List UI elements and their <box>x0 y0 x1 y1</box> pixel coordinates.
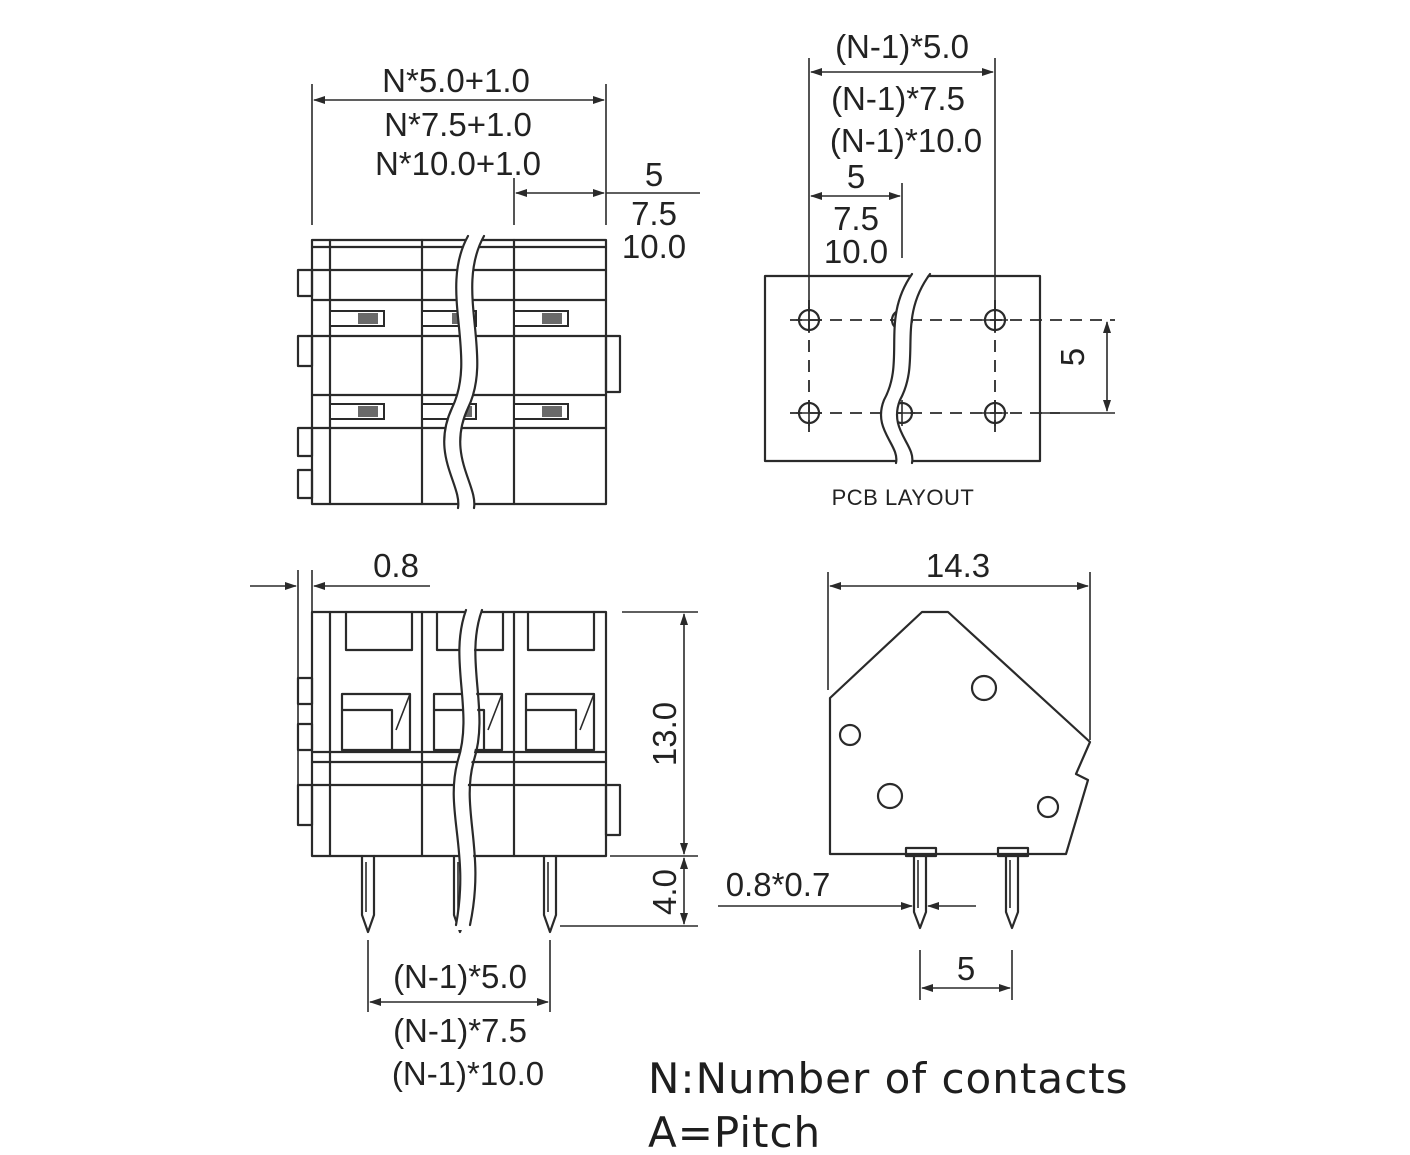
side-holes <box>838 674 1060 819</box>
top-pitch-label-3: 10.0 <box>622 228 686 265</box>
pcb-pitch-label-2: 7.5 <box>833 200 879 237</box>
pcb-span-label-1: (N-1)*5.0 <box>835 28 969 65</box>
front-pin-label: 4.0 <box>646 869 683 915</box>
front-span-label-2: (N-1)*7.5 <box>393 1012 527 1049</box>
front-span-label-3: (N-1)*10.0 <box>392 1055 544 1092</box>
pcb-span-label-3: (N-1)*10.0 <box>830 122 982 159</box>
top-pitch-label-1: 5 <box>645 156 663 193</box>
pcb-row-label: 5 <box>1054 348 1091 366</box>
side-pin-size-label: 0.8*0.7 <box>726 866 831 903</box>
front-break-band <box>453 608 482 930</box>
top-width-label-2: N*7.5+1.0 <box>384 106 532 143</box>
side-body-outline <box>828 610 1092 856</box>
top-width-label-1: N*5.0+1.0 <box>382 62 530 99</box>
front-view: 0.8 <box>250 547 698 1092</box>
side-pin-spacing-label: 5 <box>957 950 975 987</box>
top-width-label-3: N*10.0+1.0 <box>375 145 541 182</box>
top-pitch-label-2: 7.5 <box>631 195 677 232</box>
legend-line-1: N:Number of contacts <box>648 1054 1129 1103</box>
pcb-pitch-label-3: 10.0 <box>824 233 888 270</box>
legend: N:Number of contacts A=Pitch <box>648 1054 1129 1155</box>
front-openings <box>340 692 596 752</box>
side-view: 14.3 0.8*0.7 5 <box>718 547 1092 1000</box>
top-windows <box>329 310 569 420</box>
side-pins <box>904 846 1030 930</box>
pcb-break-band <box>880 272 930 465</box>
top-body <box>296 234 622 510</box>
top-break-band <box>444 236 484 508</box>
pcb-layout-view: (N-1)*5.0 (N-1)*7.5 (N-1)*10.0 5 7.5 10.… <box>763 28 1115 510</box>
front-span-label-1: (N-1)*5.0 <box>393 958 527 995</box>
pcb-span-label-2: (N-1)*7.5 <box>831 80 965 117</box>
legend-line-2: A=Pitch <box>648 1108 821 1155</box>
pcb-pitch-label-1: 5 <box>847 158 865 195</box>
front-offset-label: 0.8 <box>373 547 419 584</box>
front-height-label: 13.0 <box>646 702 683 766</box>
pcb-layout-caption: PCB LAYOUT <box>832 485 975 510</box>
top-view: N*5.0+1.0 N*7.5+1.0 N*10.0+1.0 5 7.5 10.… <box>296 62 700 510</box>
side-depth-label: 14.3 <box>926 547 990 584</box>
